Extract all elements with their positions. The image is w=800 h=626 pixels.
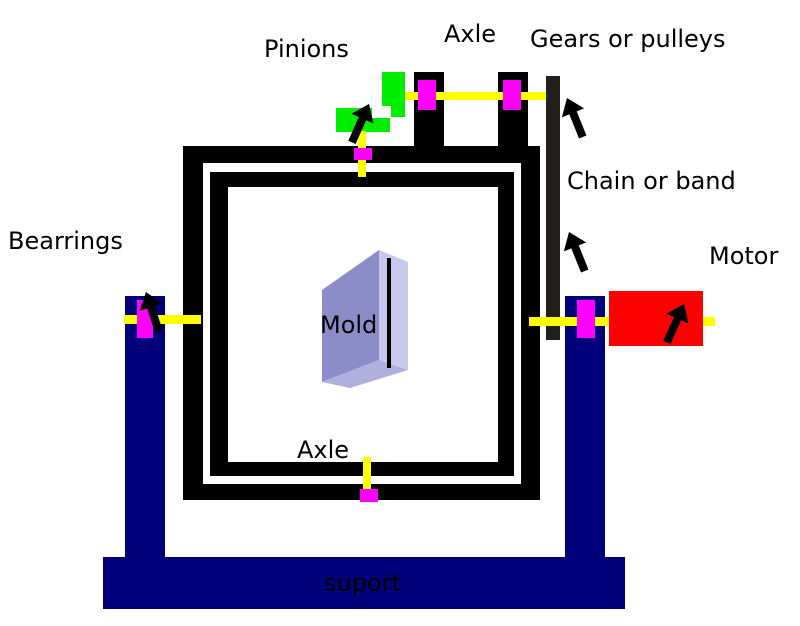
left-axle [124,315,201,324]
arrow-icon [563,232,587,252]
pinion-bearing [354,148,372,160]
arrow-icon [569,241,589,273]
top-axle [405,92,548,100]
arrow-chain [563,232,589,273]
pinion-gear-upper [382,72,405,117]
mold-side-face [379,250,408,370]
right-bearing [577,300,595,338]
arrow-icon [351,104,374,124]
arrow-icon [145,302,163,334]
arrow-icon [561,98,585,118]
support-base [103,557,625,609]
arrow-icon [663,313,683,344]
top-axle-bearing-right [503,80,521,110]
arrow-icon [567,107,587,139]
arrow-icon [666,304,689,324]
arrow-gears [561,98,587,139]
mold-front-face [322,250,379,382]
support-right-post [565,296,605,558]
arrow-pinions [348,104,374,144]
bottom-axle [363,457,371,493]
label-pinions: Pinions [264,35,349,63]
top-axle-bearing-left [418,80,436,110]
support-left-post [125,296,165,558]
arrow-icon [139,292,163,311]
motor [609,291,703,346]
label-support: suport [324,569,401,597]
arrow-motor [663,304,689,344]
mold [322,250,408,388]
label-axle-top: Axle [444,20,496,48]
bottom-bearing [360,489,378,502]
arrow-icon [348,113,368,144]
label-bearings: Bearrings [8,227,123,255]
label-mold: Mold [320,311,377,339]
label-gears: Gears or pulleys [530,25,726,53]
label-chain: Chain or band [567,167,736,195]
chain-band [546,76,560,340]
support [103,296,625,609]
mold-edge-line [387,258,391,368]
mold-bottom-face [322,360,408,388]
label-motor: Motor [709,242,778,270]
arrow-bearings [139,292,163,334]
label-axle-bottom: Axle [297,436,349,464]
